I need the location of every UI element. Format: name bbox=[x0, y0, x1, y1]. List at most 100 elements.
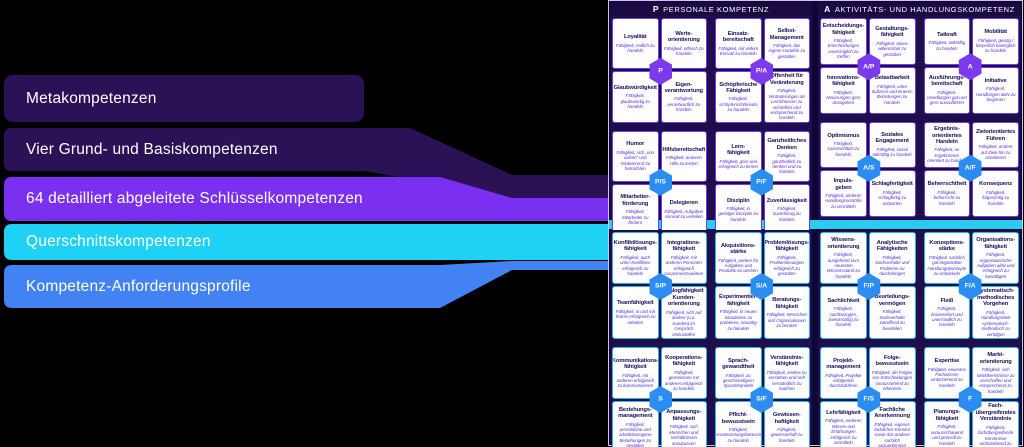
cell-desc: Fähigkeit, gern und erfolgreich zu lerne… bbox=[718, 158, 759, 169]
cell-title: Disziplin bbox=[727, 197, 750, 204]
cell-title: Humor bbox=[626, 141, 645, 148]
cell-desc: Fähigkeit, sozial tatkräftig zu handeln bbox=[872, 146, 912, 158]
cell-title: Dialogfähigkeit Kunden- orientierung bbox=[664, 288, 704, 308]
cell-title: Lern- fähigkeit bbox=[727, 143, 750, 157]
cell-title: Kooperations- fähigkeit bbox=[665, 354, 703, 368]
cell-title: Verständnis- fähigkeit bbox=[770, 354, 804, 368]
cell-title: Werte- orientierung bbox=[667, 30, 700, 44]
cell-desc: Fähigkeit, redlich zu handeln bbox=[615, 42, 655, 53]
cell-desc: Fähigkeit, andere für Aufgaben und Produ… bbox=[718, 257, 759, 274]
cell-title: Beratungs- fähigkeit bbox=[772, 297, 802, 310]
cell-desc: Fähigkeit, tatkräftig zu handeln bbox=[928, 40, 966, 51]
cell-desc: Fähigkeit, das eigene Handeln zu gestalt… bbox=[768, 43, 806, 59]
cell-title: Loyalität bbox=[624, 34, 647, 41]
cell-title: Gestaltungs- fähigkeit bbox=[875, 25, 909, 39]
cell-desc: Fähigkeit, anderen Wissen und Erfahrunge… bbox=[825, 418, 862, 446]
cell-title: Analytische Fähigkeiten bbox=[876, 239, 908, 253]
cell-desc: Fähigkeit, ausgehend vom neuesten Wissen… bbox=[826, 252, 860, 279]
cell-title: Einsatz- bereitschaft bbox=[722, 30, 754, 44]
hexagon-label: A/S bbox=[863, 164, 875, 172]
cell-desc: Fähigkeit, in und mit Teams erfolgreich … bbox=[615, 308, 656, 325]
cell-title: Beziehungs- management bbox=[618, 406, 653, 420]
hexagon-label: S/P bbox=[655, 282, 666, 290]
cell-title: Mobilität bbox=[984, 29, 1007, 36]
funnel-bar-shape-schluesselkompetenzen bbox=[4, 177, 608, 221]
cell-title: Initiative bbox=[984, 77, 1007, 84]
cell-title: Ganzheitliches Denken bbox=[767, 138, 807, 151]
cell-title: Wissens- orientierung bbox=[827, 237, 860, 250]
cell-title: Gewissen- haftigkeit bbox=[772, 412, 801, 425]
cell-title: Tatkraft bbox=[937, 31, 957, 38]
hexagon-label: P/S bbox=[655, 178, 666, 186]
cell-title: Planungs- fähigkeit bbox=[933, 409, 961, 422]
cell-title: Problemlösungs- fähigkeit bbox=[764, 239, 810, 253]
cell-desc: Fähigkeit, schlagfertig zu antworten bbox=[878, 189, 907, 206]
quadrant-letter: A bbox=[824, 4, 831, 14]
hexagon-badge: A/F bbox=[958, 154, 982, 182]
hexagon-badge: S/A bbox=[750, 272, 773, 300]
cell-title: Integrations- fähigkeit bbox=[667, 239, 701, 253]
funnel-bar-shape-basiskompetenzen bbox=[4, 128, 608, 198]
funnel-bar-shape-metakompetenzen bbox=[4, 75, 364, 122]
cell-desc: Fähigkeit, Handlungen aktiv zu beginnen bbox=[975, 86, 1016, 103]
cell-desc: Fähigkeit, neuestes Fachwissen einbezieh… bbox=[927, 366, 966, 388]
cell-desc: Fähigkeit, Veränderungen als Lernchancen… bbox=[768, 88, 806, 121]
cell-title: Mitarbeiter- förderung bbox=[620, 194, 651, 207]
cell-title: Fach- übergreifendes Verständnis bbox=[975, 403, 1016, 423]
hexagon-label: P/F bbox=[756, 178, 767, 186]
cell-title: Glaubwürdigkeit bbox=[613, 84, 657, 91]
cell-desc: Fähigkeit, in neuen Situationen zu probi… bbox=[719, 309, 757, 331]
cell-desc: Fähigkeit, sich „von außen“ und relativi… bbox=[616, 149, 655, 172]
cell-title: Soziales Engagement bbox=[875, 131, 909, 145]
cell-desc: Fähigkeit, Sachverhalte zutreffend zu be… bbox=[879, 309, 905, 331]
hexagon-badge: S/F bbox=[750, 385, 773, 413]
cell-desc: Fähigkeit, unter äußeren und inneren Bel… bbox=[871, 83, 913, 105]
cell-title: Fleiß bbox=[940, 297, 954, 304]
cell-title: Systematisch- methodisches Vorgehen bbox=[976, 288, 1015, 308]
cell-desc: Fähigkeit, glaubwürdig zu handeln bbox=[620, 93, 650, 110]
cell-title: Entscheidungs- fähigkeit bbox=[822, 23, 865, 36]
cell-desc: Fähigkeit, eigenes fachliches Können sow… bbox=[874, 421, 911, 447]
funnel-bar-shape-querschnittskompetenzen bbox=[4, 224, 608, 260]
cell-title: Folge- bewusstsein bbox=[875, 354, 909, 368]
hexagon-badge: P/S bbox=[649, 168, 672, 196]
quadrant-title: AKTIVITÄTS- UND HANDLUNGSKOMPETENZ bbox=[834, 4, 1015, 14]
cell-title: Kommunikations- fähigkeit bbox=[612, 357, 659, 371]
cell-title: Innovations- fähigkeit bbox=[827, 74, 860, 88]
cell-desc: Fähigkeit, verantwortlich zu handeln bbox=[667, 96, 701, 113]
cell-desc: Fähigkeit, etwas willensstark zu gestalt… bbox=[876, 40, 908, 57]
hexagon-label: S/A bbox=[755, 282, 768, 290]
hexagon-badge: A/S bbox=[857, 154, 881, 182]
funnel-bar-shape-anforderungsprofile bbox=[4, 261, 608, 308]
cell-desc: Fähigkeit, Sachverhalte und Probleme zu … bbox=[875, 254, 910, 277]
hexagon-badge: A bbox=[958, 53, 982, 81]
cell-desc: Fähigkeit, Entscheidungen unverzüglich z… bbox=[827, 38, 860, 60]
cell-desc: Fähigkeit, zuversichtlich zu handeln bbox=[827, 141, 860, 157]
cell-desc: Fähigkeit, Handlungsziele systematisch-m… bbox=[980, 309, 1011, 337]
cell-title: Fachliche Anerkennung bbox=[874, 406, 910, 420]
